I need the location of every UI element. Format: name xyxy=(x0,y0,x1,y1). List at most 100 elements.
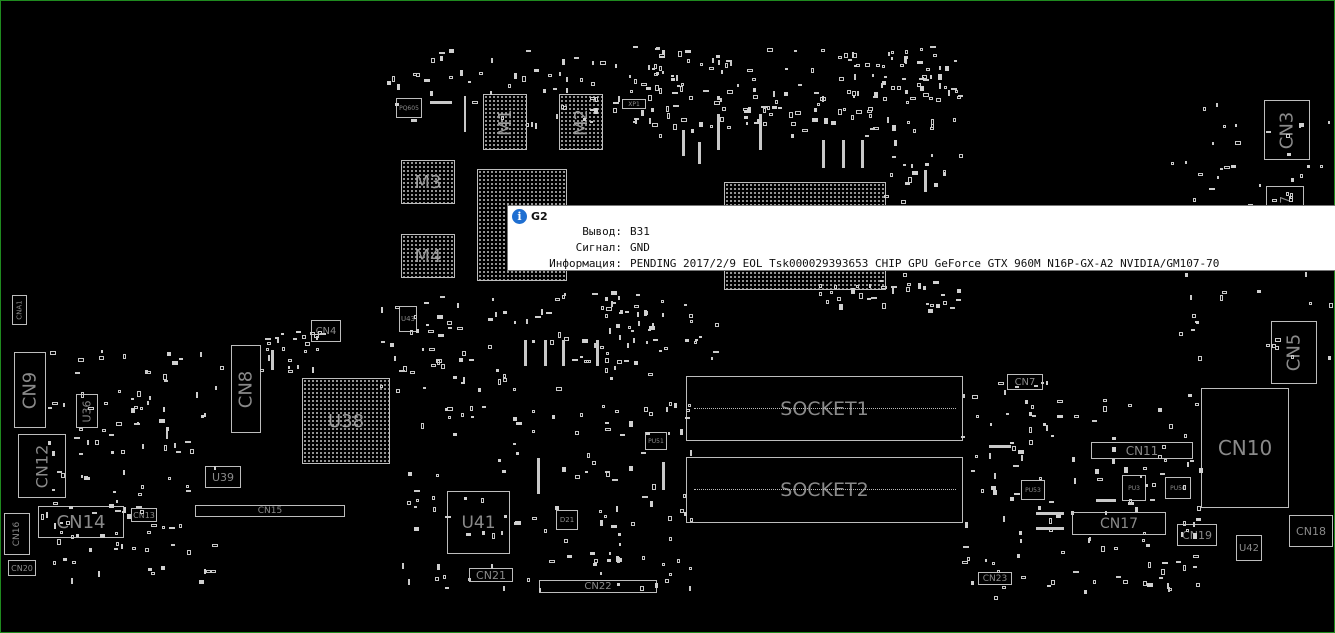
component-cn14[interactable]: CN14 xyxy=(38,506,124,538)
component-cn10[interactable]: CN10 xyxy=(1201,388,1289,508)
pad xyxy=(1094,468,1099,474)
pad xyxy=(891,287,894,294)
pad xyxy=(561,58,565,65)
pad xyxy=(449,49,455,54)
pad xyxy=(1197,355,1202,361)
component-label: CN20 xyxy=(11,563,33,573)
pad xyxy=(744,109,751,113)
pad xyxy=(512,417,517,422)
pad xyxy=(507,84,511,89)
pad xyxy=(513,522,520,525)
pad xyxy=(412,118,417,122)
pad xyxy=(513,320,516,324)
pin-info-tooltip: i G2 Вывод:B31 Сигнал:GND Информация:PEN… xyxy=(507,205,1335,271)
component-m1[interactable]: M1 xyxy=(483,94,527,150)
pad xyxy=(502,311,507,315)
pad xyxy=(416,498,420,502)
component-cn3[interactable]: CN3 xyxy=(1264,100,1310,160)
trace-segment xyxy=(544,340,547,366)
pad xyxy=(540,308,543,315)
pad xyxy=(565,77,568,83)
component-cn12[interactable]: CN12 xyxy=(18,434,66,498)
pad xyxy=(179,524,183,529)
pad xyxy=(438,333,445,337)
trace-segment xyxy=(682,130,685,156)
pad xyxy=(670,75,674,77)
component-cn5[interactable]: CN5 xyxy=(1271,321,1317,384)
pad xyxy=(139,406,143,410)
component-m4[interactable]: M4 xyxy=(401,234,455,278)
component-pq605[interactable]: PQ605 xyxy=(396,98,422,118)
component-cn23[interactable]: CN23 xyxy=(978,572,1012,585)
pad xyxy=(617,96,620,103)
component-cn21[interactable]: CN21 xyxy=(469,568,513,582)
component-pu53[interactable]: PU53 xyxy=(1021,480,1045,500)
component-u41[interactable]: U41 xyxy=(447,491,510,554)
pad xyxy=(468,358,474,361)
pad xyxy=(487,317,493,321)
pad xyxy=(412,73,417,77)
pad xyxy=(730,60,733,66)
component-cn7[interactable]: CN7 xyxy=(1007,374,1043,390)
component-cn9[interactable]: CN9 xyxy=(14,352,46,428)
component-label: CNA1 xyxy=(15,300,24,320)
tooltip-row-signal: Сигнал:GND xyxy=(508,241,650,254)
component-label: U36 xyxy=(80,399,94,423)
component-pu51[interactable]: PU51 xyxy=(645,432,667,450)
component-cn15[interactable]: CN15 xyxy=(195,505,345,517)
pad xyxy=(213,466,216,471)
component-pu50[interactable]: PU50 xyxy=(1165,477,1191,499)
component-socket2[interactable]: SOCKET2 xyxy=(686,457,963,523)
pad xyxy=(293,337,298,340)
pad xyxy=(874,91,879,98)
pad xyxy=(490,91,493,96)
pad xyxy=(872,96,876,99)
pad xyxy=(838,304,843,311)
pad xyxy=(640,452,646,455)
component-d21[interactable]: D21 xyxy=(556,510,578,530)
pad xyxy=(144,370,151,374)
pad xyxy=(933,183,938,188)
pad xyxy=(648,372,654,376)
pad xyxy=(525,50,531,53)
pad xyxy=(651,122,658,127)
component-cn8[interactable]: CN8 xyxy=(231,345,261,433)
pad xyxy=(857,91,860,96)
component-cn17[interactable]: CN17 xyxy=(1072,512,1166,535)
component-cn18[interactable]: CN18 xyxy=(1289,515,1333,547)
component-label: CN8 xyxy=(235,370,257,408)
pad xyxy=(132,547,137,551)
component-m2[interactable]: M2 xyxy=(559,94,603,150)
component-m3[interactable]: M3 xyxy=(401,160,455,204)
pad xyxy=(608,327,611,334)
component-cn11[interactable]: CN11 xyxy=(1091,442,1193,459)
pad xyxy=(1057,399,1064,403)
pad xyxy=(1286,133,1291,138)
pad xyxy=(163,444,167,451)
component-u39[interactable]: U39 xyxy=(205,466,241,488)
component-cna1[interactable]: CNA1 xyxy=(12,295,27,325)
pad xyxy=(267,342,272,346)
pad xyxy=(675,75,678,82)
pad xyxy=(51,451,55,457)
pad xyxy=(1025,400,1029,405)
component-u36[interactable]: U36 xyxy=(76,394,98,428)
pad xyxy=(572,358,579,361)
pad xyxy=(919,48,923,52)
component-cn20[interactable]: CN20 xyxy=(8,560,36,576)
component-label: CN16 xyxy=(12,521,22,547)
pad xyxy=(100,350,103,354)
pad xyxy=(1084,589,1088,594)
pad xyxy=(619,309,623,312)
pad xyxy=(95,440,100,446)
pad xyxy=(593,558,598,563)
pad xyxy=(212,543,219,547)
pad xyxy=(53,561,57,566)
component-xp1[interactable]: XP1 xyxy=(622,99,646,109)
component-u38[interactable]: U38 xyxy=(302,378,390,464)
component-pu3[interactable]: PU3 xyxy=(1122,475,1146,501)
component-u42[interactable]: U42 xyxy=(1236,535,1262,561)
component-cn16[interactable]: CN16 xyxy=(4,513,30,555)
pad xyxy=(428,330,435,334)
